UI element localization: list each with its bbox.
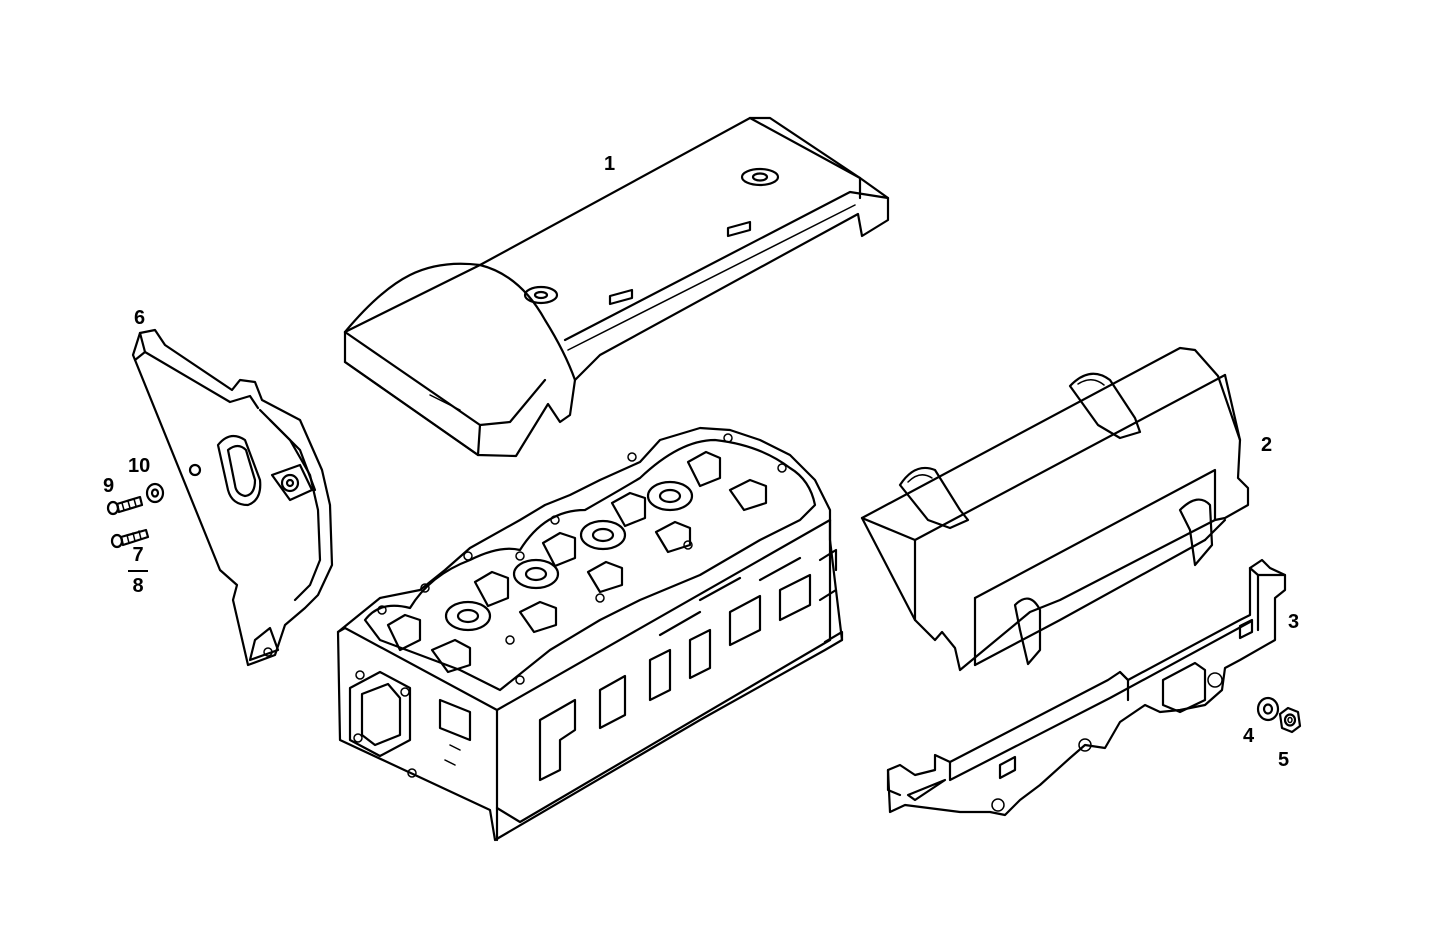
part-1-engine-top-cover (343, 116, 890, 458)
callout-5: 5 (1278, 749, 1290, 771)
callout-7: 7 (132, 544, 144, 566)
fraction-bar (128, 570, 148, 572)
part-3-lower-shield (886, 558, 1287, 817)
cylinder-head (336, 426, 844, 842)
callout-8: 8 (132, 575, 144, 597)
part-7-8-screw (110, 528, 150, 549)
callout-2: 2 (1261, 434, 1273, 456)
callout-6: 6 (134, 307, 146, 329)
callout-7-8-fraction: 7 8 (126, 545, 150, 596)
part-9-screw (106, 495, 144, 516)
part-2-rocker-cover-shield (860, 346, 1250, 672)
callout-1: 1 (604, 153, 616, 175)
callout-9: 9 (103, 475, 115, 497)
part-6-timing-belt-cover (131, 328, 334, 667)
callout-3: 3 (1288, 611, 1300, 633)
callout-10: 10 (128, 455, 151, 477)
part-4-washer (1256, 696, 1280, 722)
part-5-nut (1278, 706, 1302, 734)
callout-4: 4 (1243, 725, 1255, 747)
part-10-washer (145, 482, 165, 504)
